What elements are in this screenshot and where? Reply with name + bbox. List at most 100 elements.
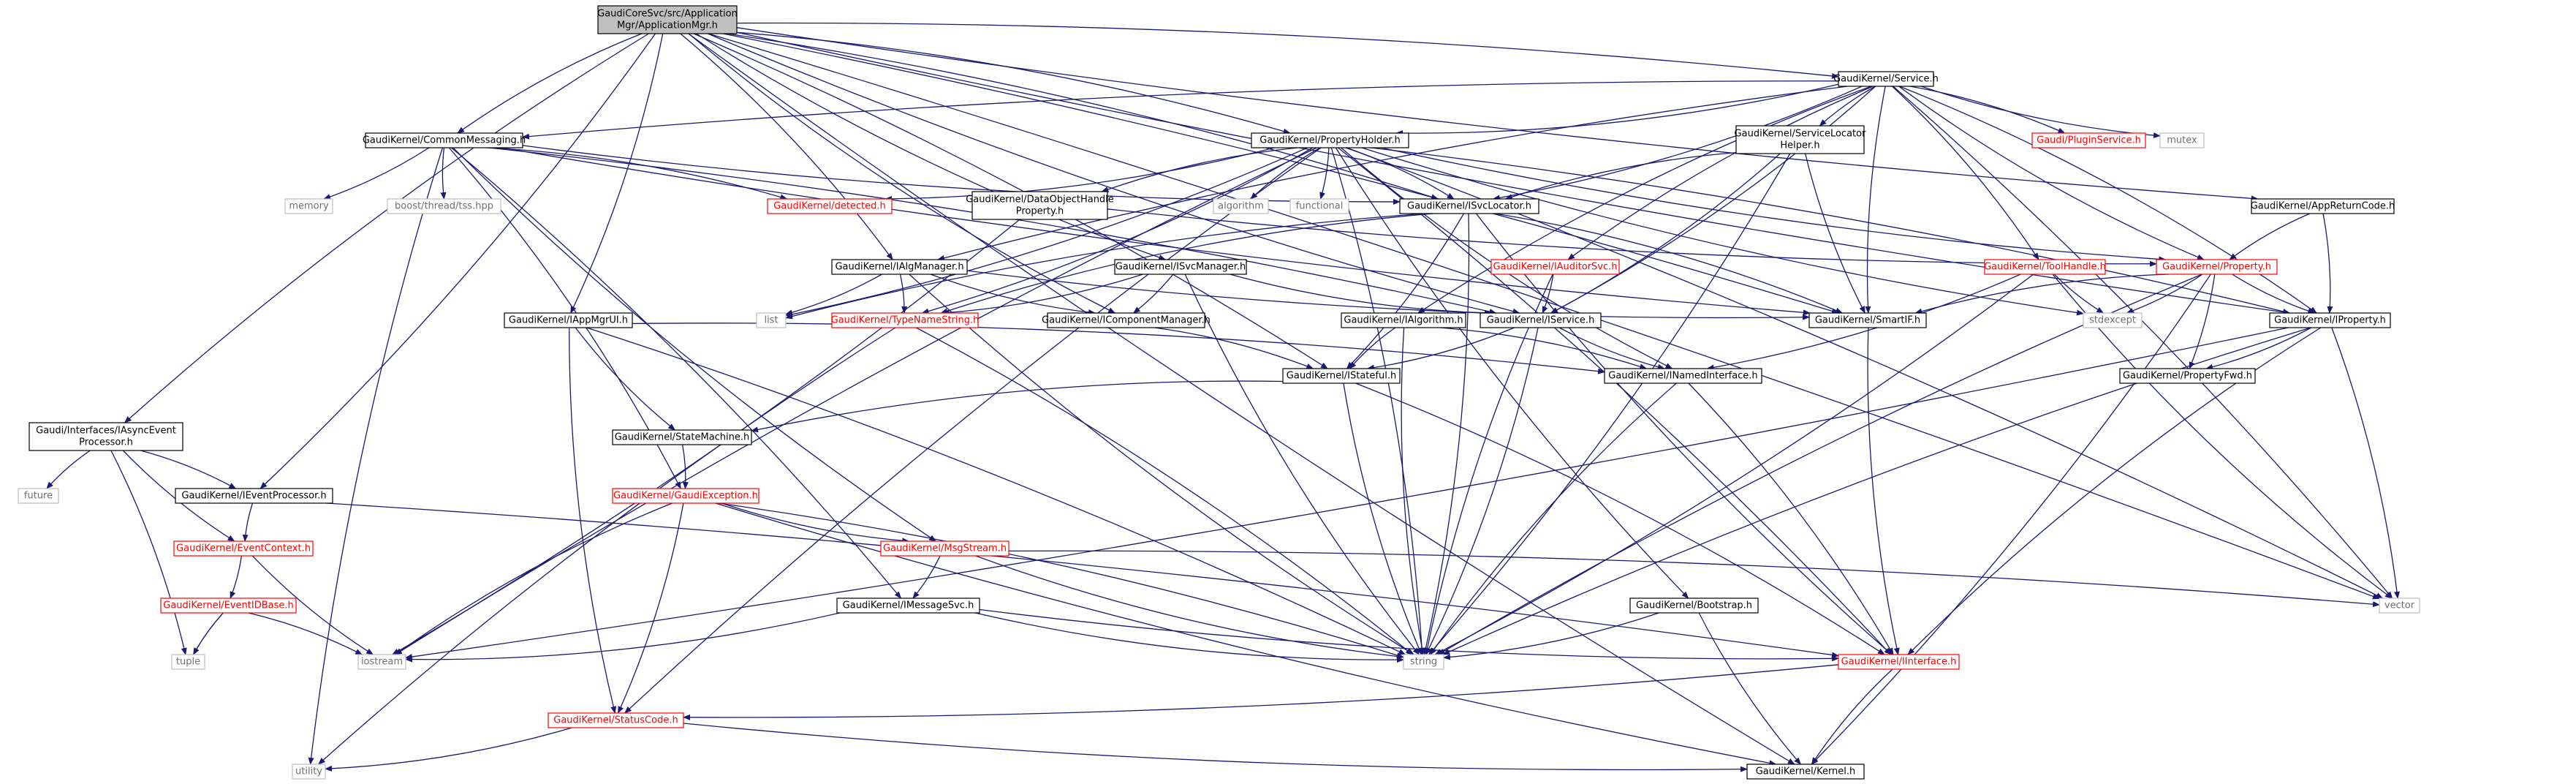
edge-eventcontext-to-eventidbase [230, 555, 243, 599]
node-ialgmanager[interactable]: GaudiKernel/IAlgManager.h [831, 259, 968, 275]
node-iauditorsvc[interactable]: GaudiKernel/IAuditorSvc.h [1490, 259, 1620, 275]
node-box-bootstrap [1629, 598, 1759, 614]
node-box-eventidbase [160, 598, 297, 614]
node-ialgorithm[interactable]: GaudiKernel/IAlgorithm.h [1341, 312, 1466, 328]
node-label-algorithm-line-0: algorithm [1218, 201, 1264, 212]
node-toolhandle[interactable]: GaudiKernel/ToolHandle.h [1984, 259, 2106, 275]
node-mutex[interactable]: mutex [2159, 132, 2205, 148]
node-ieventprocessor[interactable]: GaudiKernel/IEventProcessor.h [175, 488, 333, 504]
node-box-root [597, 5, 738, 34]
node-commonmessaging[interactable]: GaudiKernel/CommonMessaging.h [363, 132, 526, 148]
node-gaudiexception[interactable]: GaudiKernel/GaudiException.h [612, 488, 759, 504]
node-box-statuscode [548, 712, 684, 728]
node-label-eventidbase-line-0: GaudiKernel/EventIDBase.h [163, 600, 293, 611]
node-list[interactable]: list [756, 312, 787, 328]
node-box-smartif [1808, 312, 1927, 328]
node-label-iasynceventprocessor-line-0: Gaudi/Interfaces/IAsyncEvent [36, 426, 176, 437]
nodes-layer: GaudiCoreSvc/src/ApplicationMgr/Applicat… [18, 5, 2420, 780]
node-box-commonmessaging [365, 132, 523, 148]
node-iproperty[interactable]: GaudiKernel/IProperty.h [2269, 312, 2391, 328]
edge-iinterface-to-statuscode [683, 664, 1839, 720]
node-propertyfwd[interactable]: GaudiKernel/PropertyFwd.h [2119, 368, 2256, 384]
node-typenamestring[interactable]: GaudiKernel/TypeNameString.h [831, 312, 980, 328]
node-statuscode[interactable]: GaudiKernel/StatusCode.h [548, 712, 684, 728]
node-future[interactable]: future [18, 488, 59, 504]
node-box-eventcontext [173, 540, 314, 557]
node-string[interactable]: string [1403, 654, 1444, 670]
edge-isvclocator-to-iinterface [1475, 213, 1893, 655]
node-msgstream[interactable]: GaudiKernel/MsgStream.h [880, 540, 1009, 557]
node-isvcmanager[interactable]: GaudiKernel/ISvcManager.h [1114, 259, 1247, 275]
node-bootstrap[interactable]: GaudiKernel/Bootstrap.h [1629, 598, 1759, 614]
edge-toolhandle-to-inamedinterface [1706, 274, 2021, 371]
node-eventcontext[interactable]: GaudiKernel/EventContext.h [173, 540, 314, 557]
edge-root-to-kernel [688, 33, 1795, 765]
edge-appreturncode-to-property [2229, 213, 2311, 260]
edge-propertyholder-to-detected [884, 147, 1275, 202]
node-box-vector [2379, 598, 2420, 614]
node-box-servicelocatorhelper [1735, 125, 1865, 154]
node-appreturncode[interactable]: GaudiKernel/AppReturnCode.h [2251, 198, 2395, 214]
edge-service-to-propertyholder [1395, 83, 1839, 137]
edge-isvclocator-to-typenamestring [940, 213, 1433, 314]
node-root[interactable]: GaudiCoreSvc/src/ApplicationMgr/Applicat… [597, 5, 738, 34]
edge-imessagesvc-to-string [974, 612, 1404, 663]
node-isvclocator[interactable]: GaudiKernel/ISvcLocator.h [1399, 198, 1539, 214]
node-eventidbase[interactable]: GaudiKernel/EventIDBase.h [160, 598, 297, 614]
node-memory[interactable]: memory [284, 198, 333, 214]
node-vector[interactable]: vector [2379, 598, 2420, 614]
node-threadtss[interactable]: boost/thread/tss.hpp [387, 198, 501, 214]
edge-propertyholder-to-stdexcept [1361, 147, 2084, 316]
edge-commonmessaging-to-detected [487, 147, 788, 200]
node-smartif[interactable]: GaudiKernel/SmartIF.h [1808, 312, 1927, 328]
edge-commonmessaging-to-msgstream [452, 147, 937, 542]
node-imessagesvc[interactable]: GaudiKernel/IMessageSvc.h [836, 598, 980, 614]
node-box-statemachine [612, 429, 752, 445]
edge-iinterface-to-kernel [1811, 668, 1893, 765]
node-propertyholder[interactable]: GaudiKernel/PropertyHolder.h [1251, 132, 1409, 148]
node-istateful[interactable]: GaudiKernel/IStateful.h [1282, 368, 1401, 384]
node-box-algorithm [1213, 198, 1269, 214]
node-pluginservice[interactable]: Gaudi/PluginService.h [2031, 132, 2146, 148]
node-statemachine[interactable]: GaudiKernel/StateMachine.h [612, 429, 752, 445]
edge-bootstrap-to-kernel [1698, 612, 1801, 765]
node-algorithm[interactable]: algorithm [1213, 198, 1269, 214]
node-functional[interactable]: functional [1289, 198, 1349, 214]
node-box-gaudiexception [612, 488, 759, 504]
node-label-iauditorsvc-line-0: GaudiKernel/IAuditorSvc.h [1493, 262, 1617, 273]
edge-statemachine-to-gaudiexception [681, 444, 689, 489]
node-label-vector-line-0: vector [2384, 600, 2415, 611]
node-iappmgrui[interactable]: GaudiKernel/IAppMgrUI.h [504, 312, 633, 328]
edge-propertyholder-to-iproperty [1371, 147, 2290, 314]
node-property[interactable]: GaudiKernel/Property.h [2156, 259, 2278, 275]
node-box-iappmgrui [504, 312, 633, 328]
edge-propertyholder-to-property [1381, 147, 2167, 263]
node-box-iostream [357, 654, 406, 670]
edge-service-to-pluginservice [1909, 86, 2066, 134]
node-detected[interactable]: GaudiKernel/detected.h [767, 198, 893, 214]
node-label-servicelocatorhelper-line-1: Helper.h [1780, 140, 1819, 151]
node-iservice[interactable]: GaudiKernel/IService.h [1480, 312, 1602, 328]
edge-root-to-iappmgrui [570, 33, 664, 314]
node-label-kernel-line-0: GaudiKernel/Kernel.h [1756, 766, 1856, 777]
edge-service-to-ialgmanager [937, 86, 1848, 261]
node-box-kernel [1746, 764, 1865, 780]
edge-ialgmanager-to-string [909, 274, 1415, 655]
node-kernel[interactable]: GaudiKernel/Kernel.h [1746, 764, 1865, 780]
node-icomponentmanager[interactable]: GaudiKernel/IComponentManager.h [1042, 312, 1211, 328]
node-iostream[interactable]: iostream [357, 654, 406, 670]
node-inamedinterface[interactable]: GaudiKernel/INamedInterface.h [1604, 368, 1762, 384]
node-label-bootstrap-line-0: GaudiKernel/Bootstrap.h [1636, 600, 1752, 611]
node-service[interactable]: GaudiKernel/Service.h [1833, 71, 1939, 87]
node-utility[interactable]: utility [292, 764, 326, 780]
edge-ialgorithm-to-string [1401, 327, 1425, 655]
node-stdexcept[interactable]: stdexcept [2083, 312, 2143, 328]
node-iinterface[interactable]: GaudiKernel/IInterface.h [1838, 654, 1960, 670]
node-tuple[interactable]: tuple [171, 654, 205, 670]
edge-msgstream-to-vector [1008, 550, 2380, 608]
node-label-statemachine-line-0: GaudiKernel/StateMachine.h [615, 432, 750, 443]
